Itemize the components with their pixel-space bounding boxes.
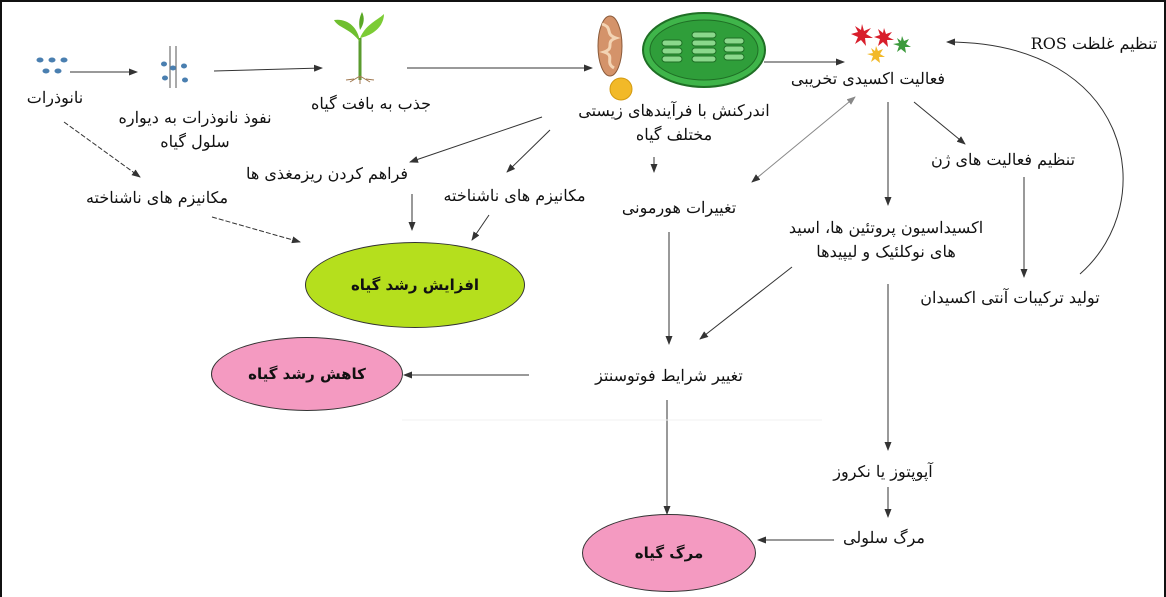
oxidation-label-line-1: اکسیداسیون پروتئین ها، اسید (788, 218, 984, 237)
hormonal-changes-label: تغییرات هورمونی (621, 198, 737, 217)
cell-wall-particles-icon (161, 46, 188, 88)
interaction-label: اندرکنش با فرآیندهای زیستی مختلف گیاه (554, 99, 794, 147)
antioxidants-label: تولید ترکیبات آنتی اکسیدان (920, 288, 1100, 307)
arrow-penetration-to-absorption (213, 64, 323, 72)
chloroplast-icon (642, 12, 766, 88)
growth-decrease-node: کاهش رشد گیاه (211, 337, 403, 411)
unknown-mechanisms-left-label: مکانیزم های ناشناخته (85, 188, 229, 207)
unknown-mechanisms-mid-label: مکانیزم های ناشناخته (443, 186, 586, 205)
oxidation-label-line-2: های نوکلئیک و لیپیدها (816, 242, 956, 261)
mitochondrion-icon (597, 15, 633, 101)
nanoparticle-cluster-icon (36, 57, 68, 74)
growth-increase-node: افزایش رشد گیاه (305, 242, 525, 328)
plant-seedling-icon (334, 12, 384, 84)
arrow-unknown-mid-to-growth (471, 214, 490, 241)
cell-death-label: مرگ سلولی (843, 528, 925, 547)
gene-regulation-label: تنظیم فعالیت های ژن (930, 150, 1076, 169)
arrow-interaction-to-micronutrients (409, 116, 543, 163)
oxidation-label: اکسیداسیون پروتئین ها، اسید های نوکلئیک … (750, 216, 1022, 264)
arrow-unknown-left-to-growth (211, 216, 301, 244)
ros-burst-icon (851, 24, 911, 63)
plant-death-node: مرگ گیاه (582, 514, 756, 592)
ros-regulation-label: تنظیم غلظت ROS (1030, 34, 1158, 53)
arrow-antioxidants-to-ros-feedback (946, 38, 1124, 275)
nanoparticles-label: نانوذرات (26, 88, 84, 107)
oxidative-activity-label: فعالیت اکسیدی تخریبی (790, 69, 946, 88)
arrow-nano-to-unknown (63, 121, 141, 178)
arrow-oxidation-to-photosynthesis (699, 266, 793, 340)
absorption-label: جذب به بافت گیاه (310, 94, 432, 113)
interaction-label-line-2: مختلف گیاه (635, 125, 713, 144)
penetration-label-line-2: سلول گیاه (160, 132, 230, 151)
arrow-interaction-to-unknown-mid (506, 129, 551, 173)
interaction-label-line-1: اندرکنش با فرآیندهای زیستی (578, 101, 770, 120)
photosynthesis-change-label: تغییر شرایط فوتوسنتز (595, 366, 743, 385)
apoptosis-label: آپوپتوز یا نکروز (833, 462, 933, 481)
arrow-oxidative-to-gene (913, 101, 966, 145)
penetration-label-line-1: نفوذ نانوذرات به دیواره (118, 108, 272, 127)
arrow-oxidative-hormonal-bidirectional (751, 96, 856, 183)
penetration-label: نفوذ نانوذرات به دیواره سلول گیاه (110, 106, 280, 154)
micronutrients-label: فراهم کردن ریزمغذی ها (245, 164, 409, 183)
